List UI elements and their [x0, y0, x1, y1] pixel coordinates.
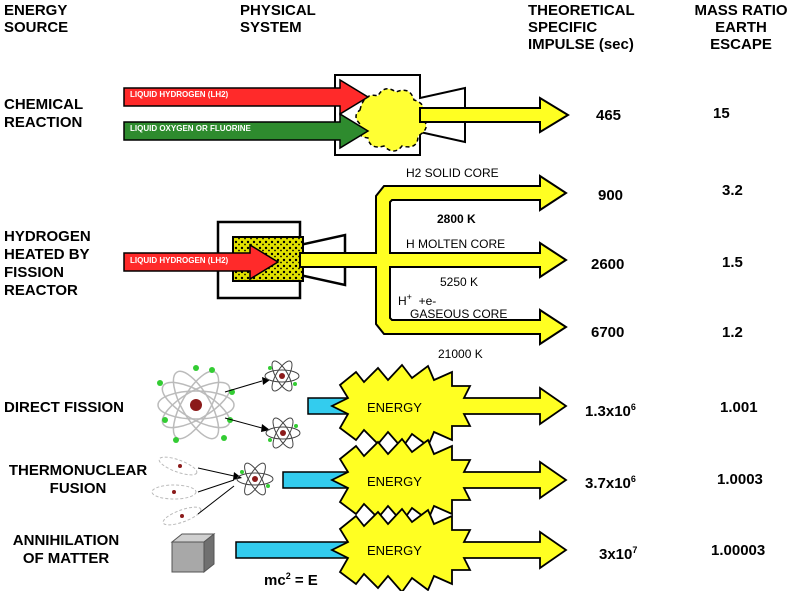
ion-electron: +e-	[418, 294, 437, 308]
isp-exponent: 6	[630, 402, 636, 412]
fusion-mass-ratio-value: 1.0003	[717, 471, 763, 488]
hydrogen-input-label: LIQUID HYDROGEN (LH2)	[130, 90, 229, 99]
source-line: ANNIHILATION	[12, 532, 120, 549]
direct-fission-isp-value: 1.3x106	[585, 399, 636, 420]
solid-core-temperature: 2800 K	[437, 212, 476, 226]
direct-energy-beam	[307, 363, 568, 450]
isp-mantissa: 3.7x10	[585, 475, 631, 492]
source-thermonuclear-fusion: THERMONUCLEAR FUSION	[4, 462, 152, 498]
gaseous-core-mass-ratio-value: 1.2	[722, 324, 743, 341]
formula-mc: mc	[264, 572, 286, 589]
isp-mantissa: 3x10	[599, 546, 633, 563]
header-physical-system: PHYSICAL SYSTEM	[240, 2, 316, 36]
solid-core-label: H2 SOLID CORE	[406, 166, 499, 180]
direct-energy-label: ENERGY	[367, 400, 422, 415]
source-line: HYDROGEN	[4, 228, 91, 245]
ion-charge: +	[406, 292, 412, 302]
annihilation-isp-value: 3x107	[599, 542, 637, 563]
fusion-energy-label: ENERGY	[367, 474, 422, 489]
chemical-mass-ratio-value: 15	[713, 105, 730, 122]
chemical-isp-value: 465	[596, 107, 622, 124]
source-hydrogen-fission-reactor: HYDROGEN HEATED BY FISSION REACTOR	[4, 228, 91, 300]
formula-exponent: 2	[285, 571, 291, 581]
formula-equals-e: = E	[290, 572, 318, 589]
header-line: IMPULSE (sec)	[528, 36, 634, 53]
annihilation-energy-beam	[235, 507, 568, 591]
atom-small-icon	[236, 462, 274, 496]
gaseous-core-temperature: 21000 K	[438, 347, 483, 361]
header-line: SYSTEM	[240, 19, 302, 36]
molten-core-temperature: 5250 K	[440, 275, 479, 289]
fission-hydrogen-input-arrow	[123, 243, 280, 281]
solid-core-isp-value: 900	[598, 187, 624, 204]
fission-fragment-arrows	[224, 377, 270, 432]
source-chemical-reaction: CHEMICAL REACTION	[4, 96, 83, 132]
atom-small-icon	[264, 360, 300, 392]
molten-core-label: H MOLTEN CORE	[406, 237, 506, 251]
header-energy-source: ENERGY SOURCE	[4, 2, 68, 36]
gaseous-core-label: GASEOUS CORE	[410, 307, 508, 321]
molten-core-isp-value: 2600	[591, 256, 625, 273]
chemical-engine	[334, 74, 570, 156]
isp-mantissa: 1.3x10	[585, 403, 631, 420]
header-line: MASS RATIO	[694, 2, 788, 19]
mass-energy-formula: mc2 = E	[264, 568, 318, 589]
source-line: HEATED BY	[4, 246, 90, 263]
atom-large-icon	[157, 365, 235, 443]
header-line: PHYSICAL	[240, 2, 316, 19]
source-line: FUSION	[49, 480, 107, 497]
source-line: THERMONUCLEAR	[8, 462, 148, 479]
source-annihilation-of-matter: ANNIHILATION OF MATTER	[4, 532, 128, 568]
annihilation-mass-ratio-value: 1.00003	[711, 542, 766, 559]
header-line: EARTH	[715, 19, 767, 36]
atom-small-icon	[265, 417, 301, 449]
source-line: FISSION	[4, 264, 65, 281]
fusion-isp-value: 3.7x106	[585, 471, 636, 492]
header-mass-ratio: MASS RATIO EARTH ESCAPE	[686, 2, 796, 53]
source-line: REACTOR	[4, 282, 78, 299]
isp-exponent: 7	[632, 545, 638, 555]
header-line: SPECIFIC	[528, 19, 598, 36]
fusion-particle-trails	[151, 456, 242, 526]
fission-exhaust-manifold	[299, 174, 568, 346]
hydrogen-input-arrow	[123, 78, 370, 116]
direct-fission-mass-ratio-value: 1.001	[720, 399, 758, 416]
ion-hydrogen: H	[398, 294, 407, 308]
source-line: OF MATTER	[22, 550, 110, 567]
header-line: THEORETICAL	[528, 2, 635, 19]
gaseous-core-isp-value: 6700	[591, 324, 625, 341]
gaseous-core-ions: H+ +e-	[398, 290, 436, 308]
fission-hydrogen-input-label: LIQUID HYDROGEN (LH2)	[130, 256, 229, 265]
source-direct-fission: DIRECT FISSION	[4, 399, 125, 416]
molten-core-mass-ratio-value: 1.5	[722, 254, 743, 271]
matter-cube-icon	[170, 532, 216, 574]
source-line: REACTION	[4, 114, 83, 131]
header-specific-impulse: THEORETICAL SPECIFIC IMPULSE (sec)	[528, 2, 635, 53]
oxygen-input-label: LIQUID OXYGEN OR FLUORINE	[130, 124, 251, 133]
header-line: SOURCE	[4, 19, 69, 36]
annihilation-energy-label: ENERGY	[367, 543, 422, 558]
isp-exponent: 6	[630, 474, 636, 484]
source-line: CHEMICAL	[4, 96, 84, 113]
header-line: ENERGY	[4, 2, 68, 19]
solid-core-mass-ratio-value: 3.2	[722, 182, 743, 199]
oxygen-input-arrow	[123, 112, 370, 150]
fusion-energy-beam	[282, 437, 568, 524]
header-line: ESCAPE	[710, 36, 772, 53]
